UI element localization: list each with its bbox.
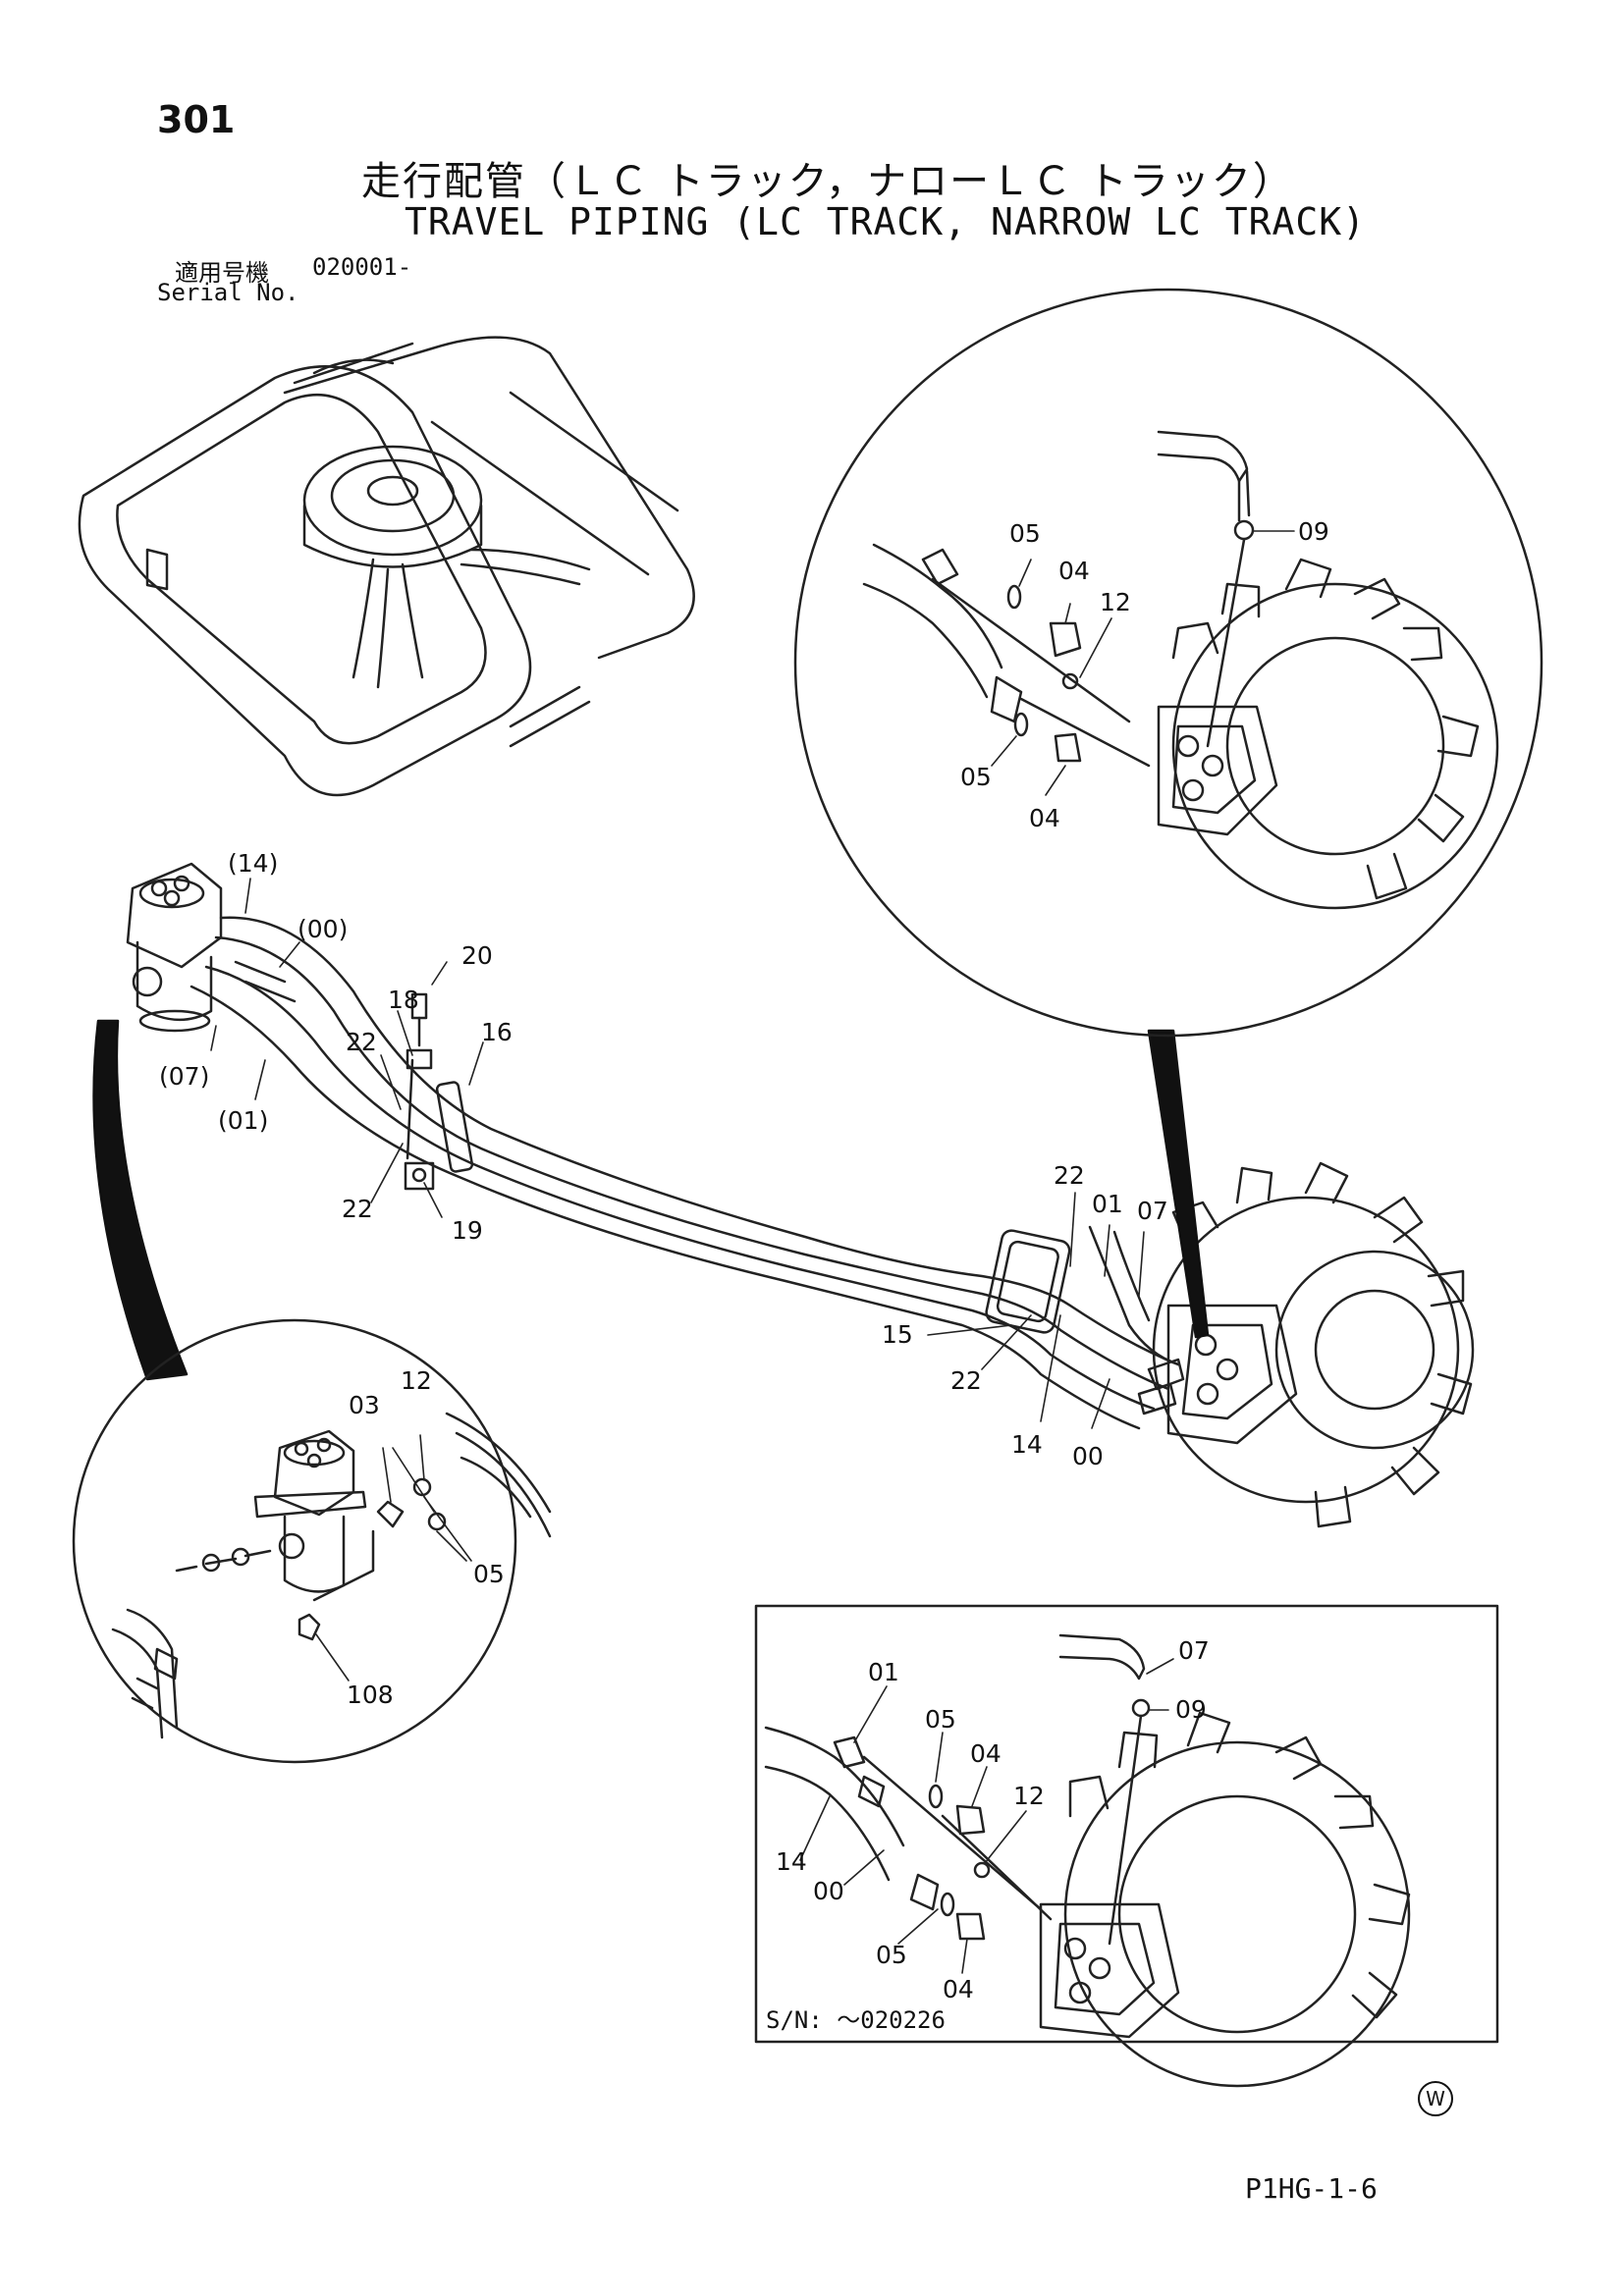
callout-label: 05: [925, 1705, 956, 1734]
callout-label: 00: [1072, 1442, 1104, 1470]
page-title-japanese: 走行配管（ＬＣ トラック，ナローＬＣ トラック）: [361, 159, 1294, 204]
detail-box-early-serial: [754, 1604, 1499, 2044]
callout-label: 07: [1178, 1636, 1210, 1665]
callout-label: 05: [1009, 519, 1041, 548]
main-piping-assembly: [126, 862, 1475, 1528]
callout-label: 09: [1175, 1695, 1207, 1724]
detail-circle-travel-motor: [793, 288, 1543, 1038]
callout-label: 22: [950, 1366, 982, 1395]
detail-box-serial-note: S/N: ～020226: [766, 2006, 946, 2034]
serial-label-japanese: 適用号機: [175, 259, 269, 287]
callout-label: 22: [1054, 1161, 1085, 1190]
callouts-main: (14) (00) 20 18 22 16 (07) (01) 22 19 22…: [159, 849, 1168, 1470]
callout-label: 04: [1058, 557, 1090, 585]
callout-label: 05: [876, 1941, 907, 1969]
callout-label: 09: [1298, 517, 1329, 546]
callout-label: 00: [813, 1877, 844, 1905]
callout-label: 03: [349, 1391, 380, 1419]
callout-label: 05: [473, 1560, 505, 1588]
callout-label: 04: [943, 1975, 974, 2003]
callouts-detail-left: 12 03 05 108: [347, 1366, 505, 1709]
callout-label: 18: [388, 986, 419, 1014]
callout-label: 12: [401, 1366, 432, 1395]
callout-label: 07: [1137, 1197, 1168, 1225]
callout-label: 05: [960, 763, 992, 791]
callout-label: 01: [868, 1658, 899, 1686]
callout-label: 15: [882, 1320, 913, 1349]
page-title-english: TRAVEL PIPING (LC TRACK, NARROW LC TRACK…: [405, 200, 1366, 243]
serial-label-english: Serial No.: [157, 279, 299, 306]
callout-label: 01: [1092, 1190, 1123, 1218]
document-code: P1HG-1-6: [1245, 2172, 1378, 2205]
undercarriage-overview: [78, 336, 695, 797]
callout-label: 12: [1100, 588, 1131, 616]
revision-mark: W: [1418, 2081, 1453, 2116]
detail-circle-swivel-joint: [72, 1318, 552, 1764]
callout-label: 22: [342, 1195, 373, 1223]
detail-box-drawing: [764, 1633, 1411, 2088]
callout-label: 16: [481, 1018, 513, 1046]
page-number: 301: [157, 98, 236, 141]
callout-label: 14: [776, 1847, 807, 1876]
callout-label: 20: [461, 941, 493, 970]
callout-label: (14): [228, 849, 278, 878]
callout-label: (01): [218, 1106, 268, 1135]
callout-label: 12: [1013, 1782, 1045, 1810]
callout-label: 04: [970, 1739, 1001, 1768]
callout-label: 108: [347, 1681, 394, 1709]
callout-label: 22: [346, 1028, 377, 1056]
serial-number-value: 020001-: [312, 253, 412, 281]
callouts-detail-top: 05 09 04 12 05 04: [960, 517, 1329, 832]
callout-label: (07): [159, 1062, 209, 1091]
callouts-detail-box: 07 01 05 04 09 12 14 00 05 04 S/N: ～0202…: [766, 1636, 1210, 2034]
callout-label: (00): [298, 915, 348, 943]
callout-label: 04: [1029, 804, 1060, 832]
callout-label: 14: [1011, 1430, 1043, 1459]
callout-label: 19: [452, 1216, 483, 1245]
